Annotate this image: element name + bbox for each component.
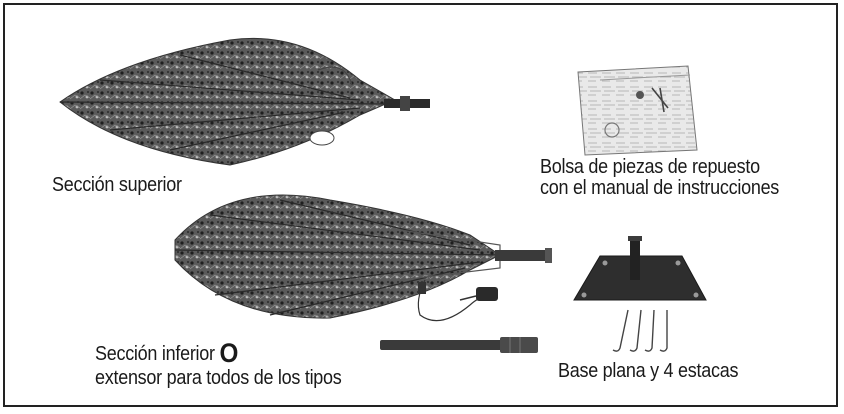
bottom-section-label-line2: extensor para todos de los tipos — [95, 367, 342, 389]
parts-bag-label-line2: con el manual de instrucciones — [540, 177, 780, 199]
parts-bag-label-line1: Bolsa de piezas de repuesto — [540, 156, 760, 178]
top-section-label: Sección superior — [52, 174, 182, 196]
bottom-section-label-text: Sección inferior — [95, 343, 215, 365]
extension-pole-image — [380, 337, 538, 353]
top-section-image — [59, 37, 430, 166]
base-stakes-label: Base plana y 4 estacas — [558, 360, 739, 382]
flat-base-image — [573, 236, 707, 301]
parts-bag-image — [577, 65, 698, 156]
bottom-section-label-line1: Sección inferior O — [95, 340, 238, 367]
or-marker: O — [219, 338, 239, 368]
bottom-section-image — [174, 194, 552, 322]
stakes-image — [612, 309, 668, 352]
